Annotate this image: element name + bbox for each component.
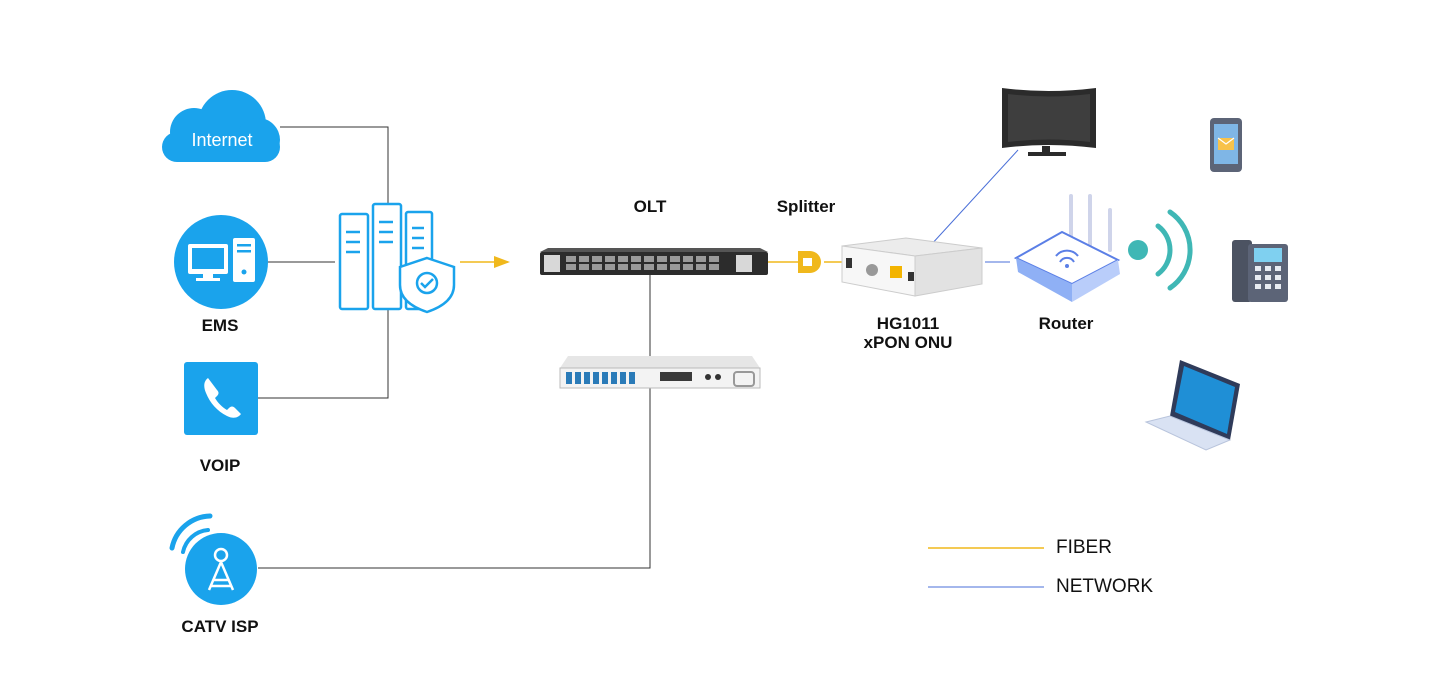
olt-port bbox=[592, 264, 602, 270]
olt-port bbox=[670, 264, 680, 270]
legend-network-label: NETWORK bbox=[1056, 576, 1154, 597]
olt-port bbox=[709, 264, 719, 270]
line-olt-catv bbox=[258, 275, 651, 569]
olt-port bbox=[618, 256, 628, 262]
olt-port bbox=[631, 256, 641, 262]
line-voip-server bbox=[258, 308, 389, 399]
olt-device-icon bbox=[540, 248, 768, 275]
olt-port bbox=[683, 256, 693, 262]
line-internet-server bbox=[280, 126, 389, 205]
olt-port bbox=[657, 264, 667, 270]
olt-port bbox=[605, 264, 615, 270]
mobile-phone-icon bbox=[1210, 118, 1242, 172]
internet-label: Internet bbox=[191, 130, 253, 150]
olt-port bbox=[657, 256, 667, 262]
olt-port bbox=[618, 264, 628, 270]
laptop-icon bbox=[1144, 360, 1240, 451]
phone-icon bbox=[184, 362, 258, 435]
olt-port bbox=[566, 256, 576, 262]
olt-port bbox=[579, 256, 589, 262]
catv-label: CATV ISP bbox=[181, 617, 259, 636]
olt-port bbox=[696, 256, 706, 262]
olt-port bbox=[566, 264, 576, 270]
network-lines bbox=[929, 149, 1019, 263]
fiber-arrow-icon bbox=[494, 256, 510, 268]
olt-label: OLT bbox=[633, 197, 667, 216]
splitter-label: Splitter bbox=[776, 197, 836, 216]
tv-icon bbox=[1002, 88, 1096, 156]
catv-transmitter-icon bbox=[559, 356, 761, 389]
onu-type-label: xPON ONU bbox=[863, 333, 953, 352]
computer-icon bbox=[174, 215, 268, 309]
router-icon bbox=[1013, 194, 1121, 302]
olt-port bbox=[683, 264, 693, 270]
olt-port bbox=[696, 264, 706, 270]
antenna-icon bbox=[169, 513, 257, 605]
onu-device-icon bbox=[841, 237, 983, 297]
splitter-icon bbox=[798, 251, 821, 273]
olt-port bbox=[670, 256, 680, 262]
voip-label: VOIP bbox=[199, 456, 241, 475]
router-label: Router bbox=[1038, 314, 1094, 333]
olt-port bbox=[579, 264, 589, 270]
cloud-icon bbox=[162, 90, 280, 162]
onu-model-label: HG1011 bbox=[876, 314, 940, 333]
wifi-signal-icon bbox=[1128, 209, 1193, 291]
olt-port bbox=[644, 256, 654, 262]
olt-port bbox=[709, 256, 719, 262]
connection-lines bbox=[258, 126, 651, 569]
server-shield-icon bbox=[338, 202, 456, 314]
legend-fiber-label: FIBER bbox=[1056, 537, 1112, 558]
ems-label: EMS bbox=[201, 316, 239, 335]
olt-port bbox=[592, 256, 602, 262]
olt-port bbox=[644, 264, 654, 270]
olt-port bbox=[605, 256, 615, 262]
olt-port bbox=[631, 264, 641, 270]
desk-telephone-icon bbox=[1232, 240, 1288, 302]
